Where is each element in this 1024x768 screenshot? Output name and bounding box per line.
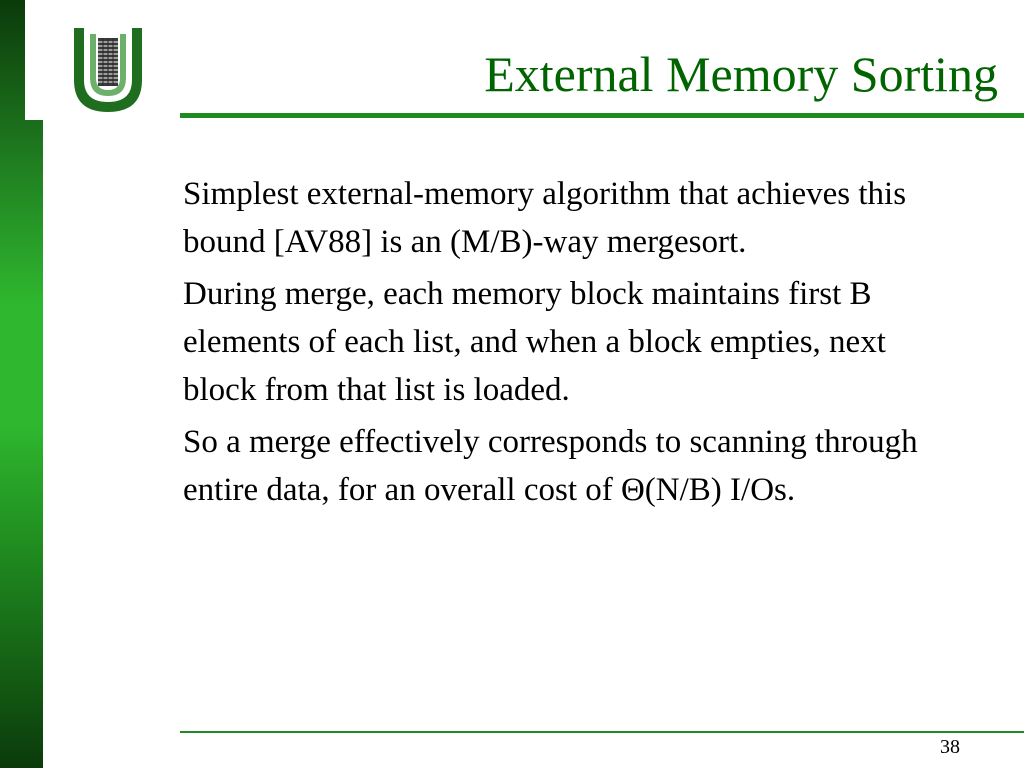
bullet-list: Simplest external-memory algorithm that … — [183, 170, 943, 518]
page-number: 38 — [940, 736, 960, 758]
slide-title: External Memory Sorting — [484, 46, 998, 102]
left-gradient-bar — [0, 0, 43, 768]
bullet-item: During merge, each memory block maintain… — [183, 276, 886, 408]
title-underline — [180, 113, 1024, 118]
footer-rule — [180, 731, 1024, 733]
university-logo-icon — [74, 28, 142, 112]
bullet-item: So a merge effectively corresponds to sc… — [183, 424, 918, 508]
bullet-item: Simplest external-memory algorithm that … — [183, 176, 907, 260]
